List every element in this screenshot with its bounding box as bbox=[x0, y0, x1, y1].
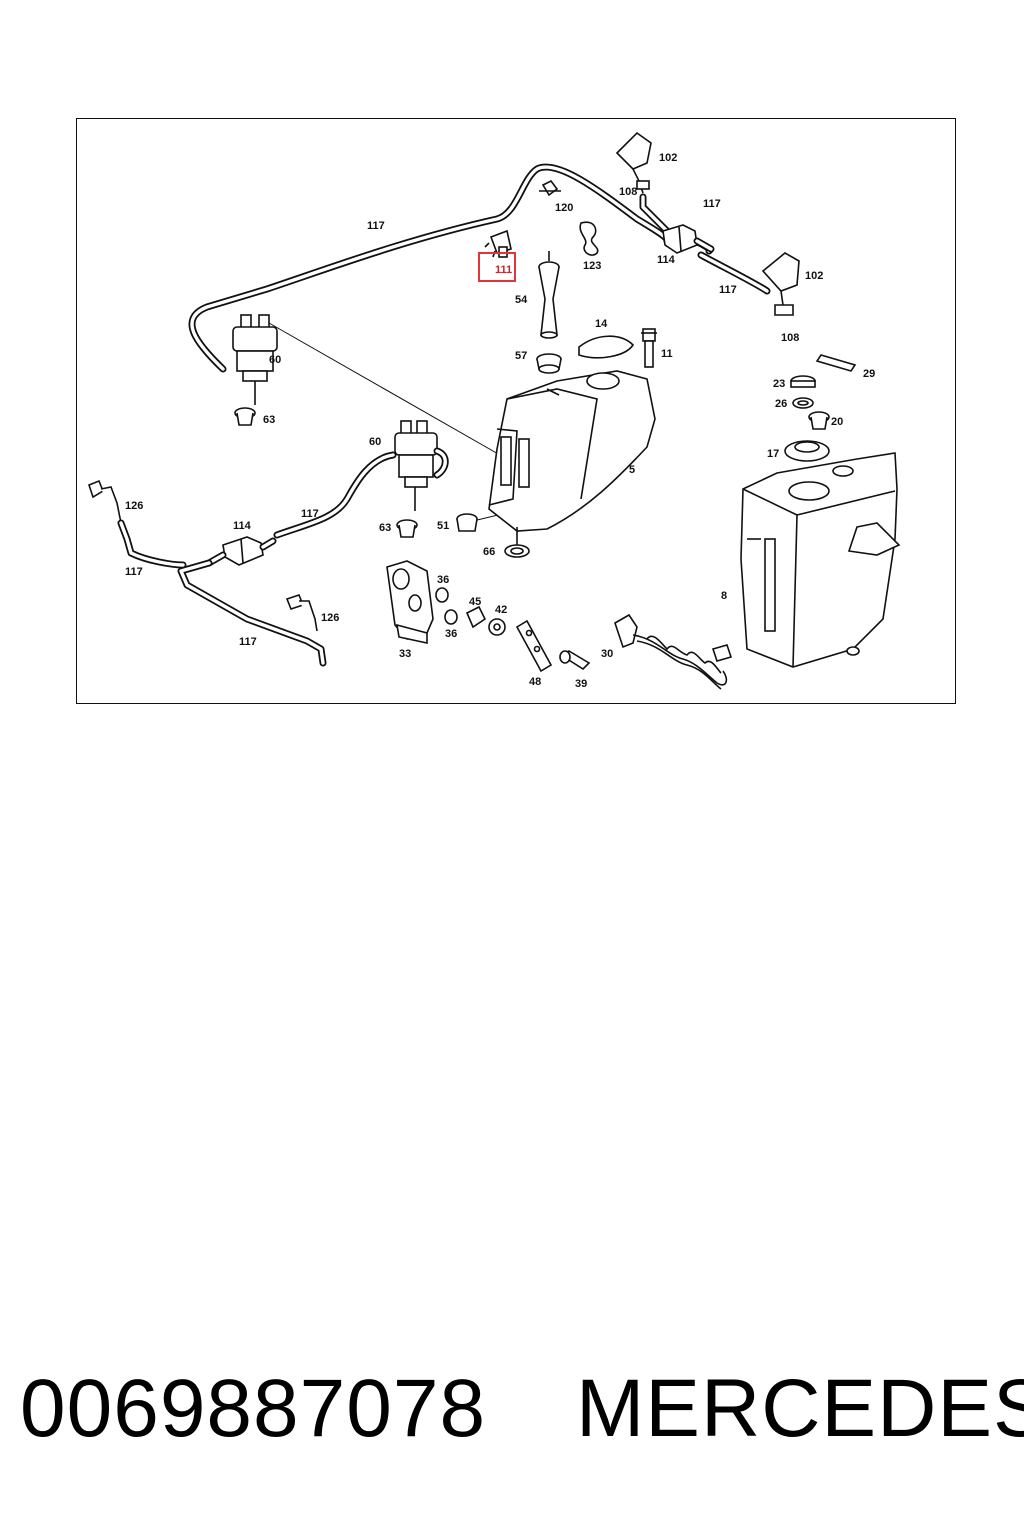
label-11: 11 bbox=[661, 348, 673, 360]
o-ring-36-lower bbox=[444, 609, 458, 625]
strap-29 bbox=[815, 354, 857, 372]
label-126-lower: 126 bbox=[321, 612, 339, 624]
label-30: 30 bbox=[601, 648, 613, 660]
label-20: 20 bbox=[831, 416, 843, 428]
label-120: 120 bbox=[555, 202, 573, 214]
parts-diagram-frame: 102 108 117 120 117 111 123 114 102 117 … bbox=[76, 118, 956, 704]
label-39: 39 bbox=[575, 678, 587, 690]
nut-45 bbox=[465, 605, 487, 629]
label-102-top: 102 bbox=[659, 152, 677, 164]
leader-line bbox=[268, 322, 508, 460]
clip-123 bbox=[579, 221, 599, 256]
hose-117-top bbox=[188, 163, 671, 373]
label-57: 57 bbox=[515, 350, 527, 362]
label-117-right: 117 bbox=[719, 284, 737, 296]
check-valve-114-top bbox=[662, 224, 771, 295]
grommet-66 bbox=[504, 527, 530, 558]
label-33: 33 bbox=[399, 648, 411, 660]
brand-name: MERCEDES bbox=[576, 1363, 1024, 1454]
label-54: 54 bbox=[515, 294, 528, 306]
wiring-harness-30 bbox=[614, 613, 733, 690]
washer-42 bbox=[488, 618, 506, 636]
label-108-top: 108 bbox=[619, 186, 637, 198]
label-51: 51 bbox=[437, 520, 449, 532]
label-114-left: 114 bbox=[233, 520, 252, 532]
label-63-top: 63 bbox=[263, 414, 275, 426]
label-45: 45 bbox=[469, 596, 481, 608]
label-36-lower: 36 bbox=[445, 628, 457, 640]
label-117-top: 117 bbox=[367, 220, 385, 232]
cap-14 bbox=[578, 335, 635, 359]
bolt-39 bbox=[559, 650, 591, 671]
seal-26 bbox=[792, 397, 814, 409]
label-60-middle: 60 bbox=[369, 436, 381, 448]
label-42: 42 bbox=[495, 604, 507, 616]
pump-60-middle bbox=[394, 420, 449, 511]
label-17: 17 bbox=[767, 448, 779, 460]
label-23: 23 bbox=[773, 378, 785, 390]
label-29: 29 bbox=[863, 368, 875, 380]
label-102-right: 102 bbox=[805, 270, 823, 282]
label-117-left: 117 bbox=[125, 566, 143, 578]
label-8: 8 bbox=[721, 590, 727, 602]
label-66: 66 bbox=[483, 546, 495, 558]
grommet-63-top bbox=[234, 407, 256, 426]
label-114-top: 114 bbox=[657, 254, 676, 266]
label-117-bottom: 117 bbox=[239, 636, 257, 648]
nozzle-102-right bbox=[761, 252, 800, 316]
nozzle-126-lower bbox=[285, 594, 318, 632]
bracket-48 bbox=[515, 619, 553, 673]
check-valve-114-left bbox=[205, 536, 277, 567]
ring-17 bbox=[784, 440, 830, 462]
pump-motor-33 bbox=[386, 560, 434, 644]
footer-caption: 0069887078 MERCEDES bbox=[0, 1362, 1024, 1472]
label-5: 5 bbox=[629, 464, 635, 476]
label-26: 26 bbox=[775, 398, 787, 410]
label-123: 123 bbox=[583, 260, 601, 272]
reservoir-5 bbox=[488, 370, 656, 532]
pump-60-top bbox=[232, 314, 278, 405]
sensor-11 bbox=[641, 328, 657, 368]
hose-117-left bbox=[117, 519, 327, 667]
nozzle-102-top bbox=[615, 131, 652, 194]
label-60-top: 60 bbox=[269, 354, 281, 366]
label-63-middle: 63 bbox=[379, 522, 391, 534]
filler-neck-54 bbox=[538, 251, 560, 339]
grommet-51 bbox=[456, 513, 478, 532]
parts-diagram: 102 108 117 120 117 111 123 114 102 117 … bbox=[88, 131, 901, 690]
nozzle-126-left bbox=[88, 479, 122, 524]
part-number: 0069887078 bbox=[20, 1363, 487, 1454]
label-117-middle: 117 bbox=[301, 508, 319, 520]
label-126-left: 126 bbox=[125, 500, 143, 512]
grommet-20 bbox=[808, 411, 830, 430]
label-117-upper-right: 117 bbox=[703, 198, 721, 210]
label-48: 48 bbox=[529, 676, 541, 688]
highlight-box-111 bbox=[478, 252, 516, 282]
grommet-63-middle bbox=[396, 519, 418, 538]
reservoir-8 bbox=[740, 452, 901, 668]
hose-117-middle bbox=[273, 451, 397, 539]
clip-120 bbox=[539, 179, 561, 197]
o-ring-36-upper bbox=[435, 587, 449, 603]
label-111: 111 bbox=[495, 264, 512, 276]
label-14: 14 bbox=[595, 318, 608, 330]
label-36-upper: 36 bbox=[437, 574, 449, 586]
cap-23 bbox=[790, 375, 816, 388]
grommet-57 bbox=[536, 353, 562, 374]
label-108-right: 108 bbox=[781, 332, 799, 344]
